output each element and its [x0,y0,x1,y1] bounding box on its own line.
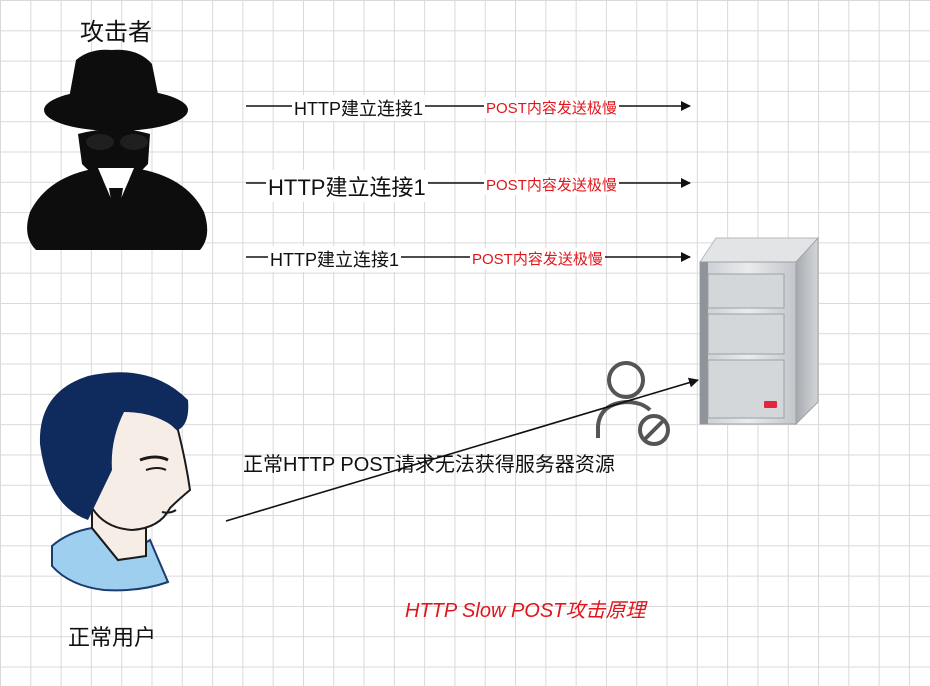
post-slow-label-1: POST内容发送极慢 [484,97,619,118]
normal-request-label: 正常HTTP POST请求无法获得服务器资源 [243,454,615,476]
spy-icon [27,49,208,250]
http-connection-label-1: HTTP建立连接1 [292,95,426,121]
normal-user-label: 正常用户 [68,625,157,650]
http-connection-label-2: HTTP建立连接1 [266,170,428,202]
post-slow-label-2: POST内容发送极慢 [484,174,619,195]
diagram-caption: HTTP Slow POST攻击原理 [405,600,646,622]
http-connection-label-3: HTTP建立连接1 [268,246,402,272]
user-blocked-icon [596,361,670,446]
server-icon [699,236,819,426]
attacker-label: 攻击者 [80,19,152,46]
post-slow-label-3: POST内容发送极慢 [470,248,605,269]
user-icon [39,372,192,592]
normal-request-line [225,377,699,522]
